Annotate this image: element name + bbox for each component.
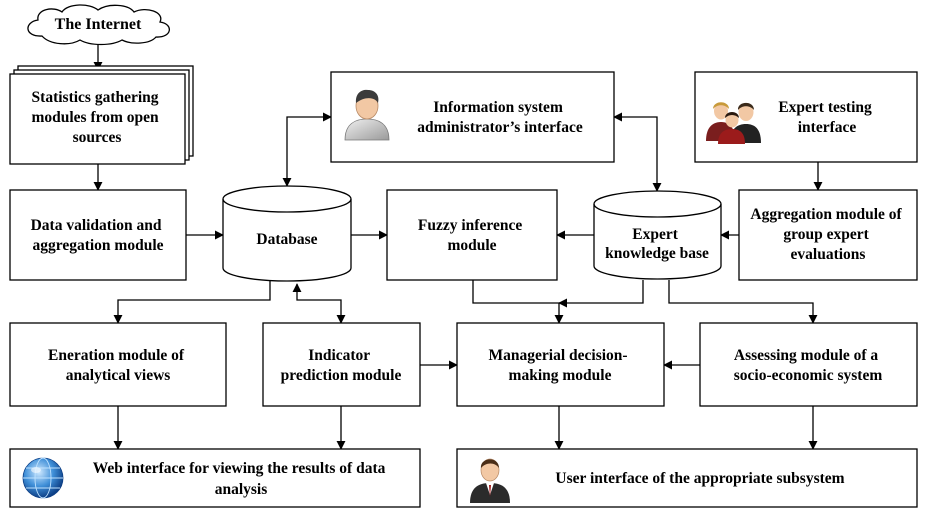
internet-label: The Internet (55, 16, 142, 33)
ui-label: User interface of the appropriate subsys… (555, 470, 844, 487)
node-eti: Expert testing interface (694, 71, 918, 163)
node-database: Database (222, 185, 352, 282)
dva-box (9, 189, 187, 281)
agg-line-2: group expert (783, 226, 869, 243)
edge-ekb-to-asm (668, 280, 818, 324)
asm-box (699, 322, 918, 407)
ekb-line-2: knowledge base (605, 245, 709, 262)
gen-line-2: analytical views (66, 367, 171, 384)
dva-line-2: aggregation module (32, 237, 163, 254)
dva-label: Data validation and aggregation module (31, 217, 166, 254)
gen-box (9, 322, 227, 407)
fim-label: Fuzzy inference module (418, 217, 526, 254)
edges (93, 42, 823, 450)
database-label: Database (256, 231, 317, 248)
ipm-line-1: Indicator (308, 347, 370, 364)
expert-group-icon (706, 102, 761, 144)
mdm-label: Managerial decision- making module (489, 347, 632, 384)
edge-isa-ekb (613, 112, 662, 192)
mdm-line-2: making module (509, 367, 612, 384)
administrator-person-icon (344, 89, 390, 141)
isa-label: Information system administrator’s inter… (417, 99, 583, 136)
node-fim: Fuzzy inference module (386, 189, 558, 281)
agg-line-3: evaluations (791, 246, 866, 263)
stats-line-3: sources (73, 129, 122, 146)
node-internet: The Internet (27, 4, 170, 46)
dva-line-1: Data validation and (31, 217, 162, 234)
agg-line-1: Aggregation module of (750, 206, 902, 223)
node-agg: Aggregation module of group expert evalu… (738, 189, 918, 281)
asm-line-1: Assessing module of a (734, 347, 879, 364)
stats-box (9, 73, 186, 165)
stats-label: Statistics gathering modules from open s… (31, 89, 162, 146)
node-ui: User interface of the appropriate subsys… (456, 448, 918, 508)
asm-line-2: socio-economic system (734, 367, 883, 384)
node-ekb: Expert knowledge base (593, 190, 722, 280)
stats-line-2: modules from open (31, 109, 159, 126)
mdm-line-1: Managerial decision- (489, 347, 628, 364)
node-mdm: Managerial decision- making module (456, 322, 665, 407)
edge-ekb-to-mdm (558, 280, 644, 308)
node-stats: Statistics gathering modules from open s… (9, 65, 194, 165)
web-label: Web interface for viewing the results of… (93, 460, 389, 498)
fim-line-2: module (447, 237, 496, 254)
web-line-1: Web interface for viewing the results of… (93, 460, 386, 477)
node-isa: Information system administrator’s inter… (330, 71, 615, 163)
ipm-label: Indicator prediction module (281, 347, 402, 384)
mdm-box (456, 322, 665, 407)
node-gen: Eneration module of analytical views (9, 322, 227, 407)
eti-line-2: interface (798, 119, 857, 136)
asm-label: Assessing module of a socio-economic sys… (734, 347, 883, 384)
ekb-label: Expert knowledge base (605, 226, 709, 262)
stats-line-1: Statistics gathering (32, 89, 159, 106)
isa-box (330, 71, 615, 163)
fim-line-1: Fuzzy inference (418, 217, 522, 234)
edge-db-ipm (292, 283, 346, 324)
edge-db-to-gen (113, 280, 271, 324)
edge-db-isa (282, 112, 332, 187)
node-web: Web interface for viewing the results of… (9, 448, 421, 508)
isa-line-2: administrator’s interface (417, 119, 583, 136)
web-box (9, 448, 421, 508)
ipm-box (262, 322, 421, 407)
eti-line-1: Expert testing (778, 99, 872, 116)
node-ipm: Indicator prediction module (262, 322, 421, 407)
agg-box (738, 189, 918, 281)
ui-box (456, 448, 918, 508)
eti-label: Expert testing interface (778, 99, 875, 136)
node-dva: Data validation and aggregation module (9, 189, 187, 281)
edge-fim-to-mdm (472, 280, 564, 324)
ipm-line-2: prediction module (281, 367, 402, 384)
globe-icon (22, 457, 64, 499)
database-cylinder-rim (222, 198, 352, 213)
ekb-line-1: Expert (632, 226, 678, 243)
gen-label: Eneration module of analytical views (48, 347, 188, 384)
web-line-2: analysis (215, 481, 268, 498)
ekb-cylinder-rim (593, 203, 722, 218)
isa-line-1: Information system (433, 99, 563, 116)
cloud-shape (27, 4, 170, 46)
gen-line-1: Eneration module of (48, 347, 185, 364)
node-asm: Assessing module of a socio-economic sys… (699, 322, 918, 407)
agg-label: Aggregation module of group expert evalu… (750, 206, 905, 263)
user-person-icon (470, 458, 510, 503)
ekb-cylinder (593, 190, 722, 280)
fim-box (386, 189, 558, 281)
